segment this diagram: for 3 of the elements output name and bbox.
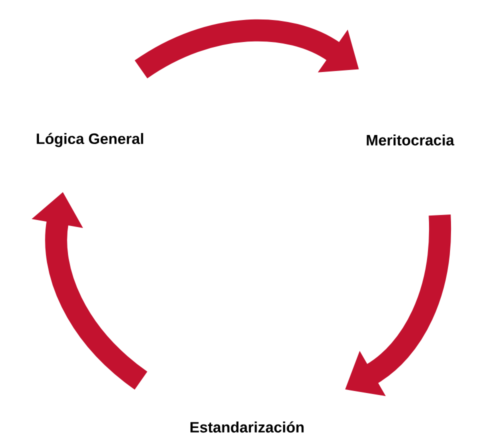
node-label: Estandarización [190, 421, 304, 433]
node-label: Meritocracia [366, 134, 454, 146]
node-label: Lógica General [36, 132, 144, 148]
